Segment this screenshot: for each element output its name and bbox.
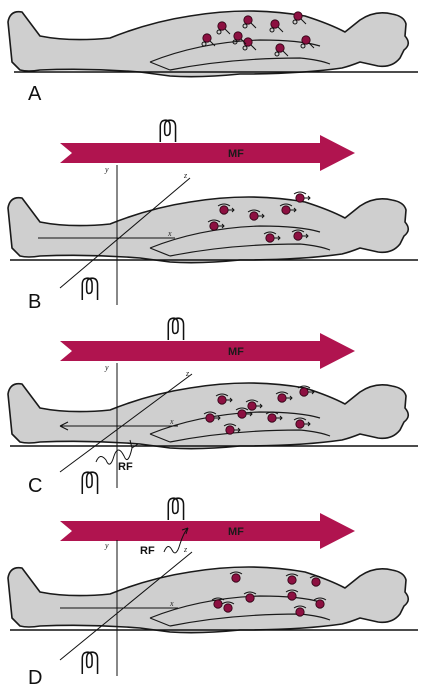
svg-text:y: y [104,363,109,372]
panel-label: C [28,475,42,497]
panel-d: MF RF y x z D [7,497,418,689]
panel-label: A [28,83,42,105]
coil-icon [81,651,99,675]
coil-icon [167,317,185,341]
panel-b: MF y x z B [7,119,418,313]
axes: y x z [59,363,193,488]
svg-text:z: z [183,171,188,180]
svg-text:y: y [104,165,109,174]
svg-text:x: x [169,417,174,426]
rf-label: RF [140,545,155,557]
rf-wave [95,447,133,465]
patient-body [7,196,410,264]
panel-label: B [28,291,41,313]
panel-label: D [28,667,42,689]
svg-text:x: x [169,599,174,608]
panel-c: MF y x z RF C [7,317,418,497]
mf-label: MF [228,346,244,358]
patient-body [7,10,410,78]
rf-label: RF [118,461,133,473]
svg-text:z: z [183,545,188,554]
panel-a: A [7,10,418,105]
coil-icon [159,119,177,143]
mf-label: MF [228,148,244,160]
mf-label: MF [228,526,244,538]
svg-text:z: z [185,369,190,378]
svg-text:x: x [167,229,172,238]
patient-body [7,566,410,634]
coil-icon [167,497,185,521]
axes: y x z [38,165,191,305]
coil-icon [81,277,99,301]
axes: y x z [59,540,193,676]
svg-text:y: y [104,541,109,550]
rf-wave [163,527,189,554]
coil-icon [81,471,99,495]
